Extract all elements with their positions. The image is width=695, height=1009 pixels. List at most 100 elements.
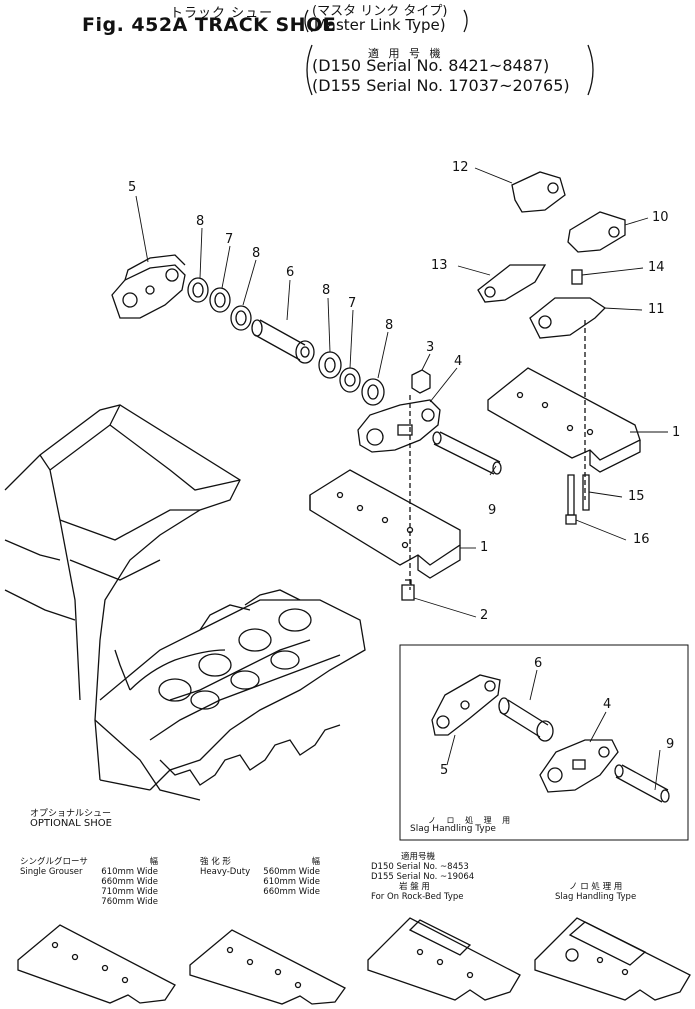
part-seal xyxy=(339,367,361,393)
part-track-shoe xyxy=(487,367,641,473)
width-option: 660mm Wide xyxy=(101,877,158,887)
inset-callout-6: 6 xyxy=(534,656,543,671)
rock-bed-title-japanese: 岩 盤 用 xyxy=(399,882,430,892)
single-grouser-title: Single Grouser xyxy=(20,867,83,877)
part-washer xyxy=(318,351,342,379)
track-assembly-illustration xyxy=(4,404,366,801)
inset-leader-lines xyxy=(446,669,661,791)
callout-5: 5 xyxy=(128,180,137,195)
header-bracket xyxy=(304,9,309,33)
part-link-hole xyxy=(484,286,496,298)
slag-title-japanese: ノ ロ 処 理 用 xyxy=(569,882,623,892)
inset-callout-5: 5 xyxy=(440,763,449,778)
header-bracket xyxy=(463,9,468,33)
part-bolt xyxy=(401,579,415,601)
callout-13: 13 xyxy=(431,258,448,273)
callout-8: 8 xyxy=(196,214,205,229)
callout-1: 1 xyxy=(672,425,681,440)
callout-6: 6 xyxy=(286,265,295,280)
inset-label-japanese: ノ ロ 処 理 用 xyxy=(428,816,515,825)
part-washer-inner xyxy=(324,357,336,373)
callout-9: 9 xyxy=(488,503,497,518)
optional-shoe-label-japanese: オプショナルシュー xyxy=(30,809,112,819)
width-japanese: 幅 xyxy=(149,857,158,867)
part-washer xyxy=(187,277,209,303)
part-link-segment xyxy=(511,171,566,213)
width-option: 710mm Wide xyxy=(101,887,158,897)
callout-7: 7 xyxy=(225,232,234,247)
applicable-japanese: 適 用 号 機 xyxy=(368,47,444,60)
optional-shoe-label: OPTIONAL SHOE xyxy=(30,818,112,829)
optional-shoe-slag-handling xyxy=(534,917,691,1001)
part-washer-inner xyxy=(367,384,379,400)
callout-1: 1 xyxy=(480,540,489,555)
callout-10: 10 xyxy=(652,210,669,225)
slag-spec: ノ ロ 処 理 用 Slag Handling Type xyxy=(555,882,650,902)
single-grouser-spec: シングルグローサ 幅 Single Grouser 610mm Wide 660mm… xyxy=(20,857,158,907)
width-option: 660mm Wide xyxy=(263,887,320,897)
part-link-segment xyxy=(477,264,547,303)
callout-8: 8 xyxy=(322,283,331,298)
rock-bed-spec: 適用号機 D150 Serial No. ~8453 D155 Serial N… xyxy=(371,852,501,902)
part-seal xyxy=(209,287,231,313)
part-shoe-bolt xyxy=(567,474,575,516)
callout-15: 15 xyxy=(628,489,645,504)
inset-master-link xyxy=(431,674,501,736)
header-bracket xyxy=(306,44,313,96)
part-washer xyxy=(230,305,252,331)
callout-8: 8 xyxy=(385,318,394,333)
part-shoe-bolt xyxy=(582,474,590,511)
heavy-duty-spec: 強 化 形 幅 Heavy-Duty 560mm Wide 610mm Wide 6… xyxy=(200,857,320,897)
serial-range-d150: (D150 Serial No. 8421~8487) xyxy=(312,56,550,75)
callout-12: 12 xyxy=(452,160,469,175)
part-washer xyxy=(361,378,385,406)
part-master-link xyxy=(111,254,186,319)
callout-3: 3 xyxy=(426,340,435,355)
part-link-hole xyxy=(608,226,620,238)
callout-8: 8 xyxy=(252,246,261,261)
callout-16: 16 xyxy=(633,532,650,547)
callout-14: 14 xyxy=(648,260,665,275)
rock-bed-title: For On Rock-Bed Type xyxy=(371,892,464,902)
rock-bed-serial-d150: D150 Serial No. ~8453 xyxy=(371,862,469,872)
callout-7: 7 xyxy=(348,296,357,311)
slag-title: Slag Handling Type xyxy=(555,892,637,902)
part-link-hole xyxy=(547,182,559,194)
part-washer-inner xyxy=(192,282,204,298)
serial-range-d155: (D155 Serial No. 17037~20765) xyxy=(312,76,570,95)
part-pin xyxy=(432,431,502,475)
part-link-segment xyxy=(567,211,626,253)
part-link-segment xyxy=(529,297,607,339)
callout-11: 11 xyxy=(648,302,665,317)
heavy-duty-title: Heavy-Duty xyxy=(200,867,251,877)
header-bracket xyxy=(587,44,594,96)
part-washer-inner xyxy=(235,310,247,326)
callout-4: 4 xyxy=(454,354,463,369)
callout-2: 2 xyxy=(480,608,489,623)
optional-shoe-heavy-duty xyxy=(189,929,346,1005)
part-track-shoe xyxy=(309,469,461,579)
link-type-label: (Master Link Type) xyxy=(308,16,446,34)
inset-callout-9: 9 xyxy=(666,737,675,752)
inset-link xyxy=(539,739,619,793)
inset-pin xyxy=(614,764,670,803)
width-option: 610mm Wide xyxy=(101,867,158,877)
leader-lines xyxy=(135,167,668,618)
part-seal-inner xyxy=(344,373,356,387)
width-option: 560mm Wide xyxy=(263,867,320,877)
width-option: 610mm Wide xyxy=(263,877,320,887)
inset-label: Slag Handling Type xyxy=(410,824,496,834)
type-japanese: (マスタ リンク タイプ) xyxy=(312,4,448,19)
single-grouser-title-japanese: シングルグローサ xyxy=(20,857,88,867)
part-small-pin xyxy=(571,269,583,285)
part-shoe-nut xyxy=(565,514,577,525)
inset-bushing xyxy=(498,697,554,742)
heavy-duty-title-japanese: 強 化 形 xyxy=(200,857,231,867)
part-link-hole xyxy=(538,315,552,329)
part-nut xyxy=(411,369,431,394)
inset-callout-4: 4 xyxy=(603,697,612,712)
width-japanese: 幅 xyxy=(311,857,320,867)
figure-title: Fig. 452A TRACK SHOE xyxy=(82,14,337,36)
part-link xyxy=(357,399,441,453)
